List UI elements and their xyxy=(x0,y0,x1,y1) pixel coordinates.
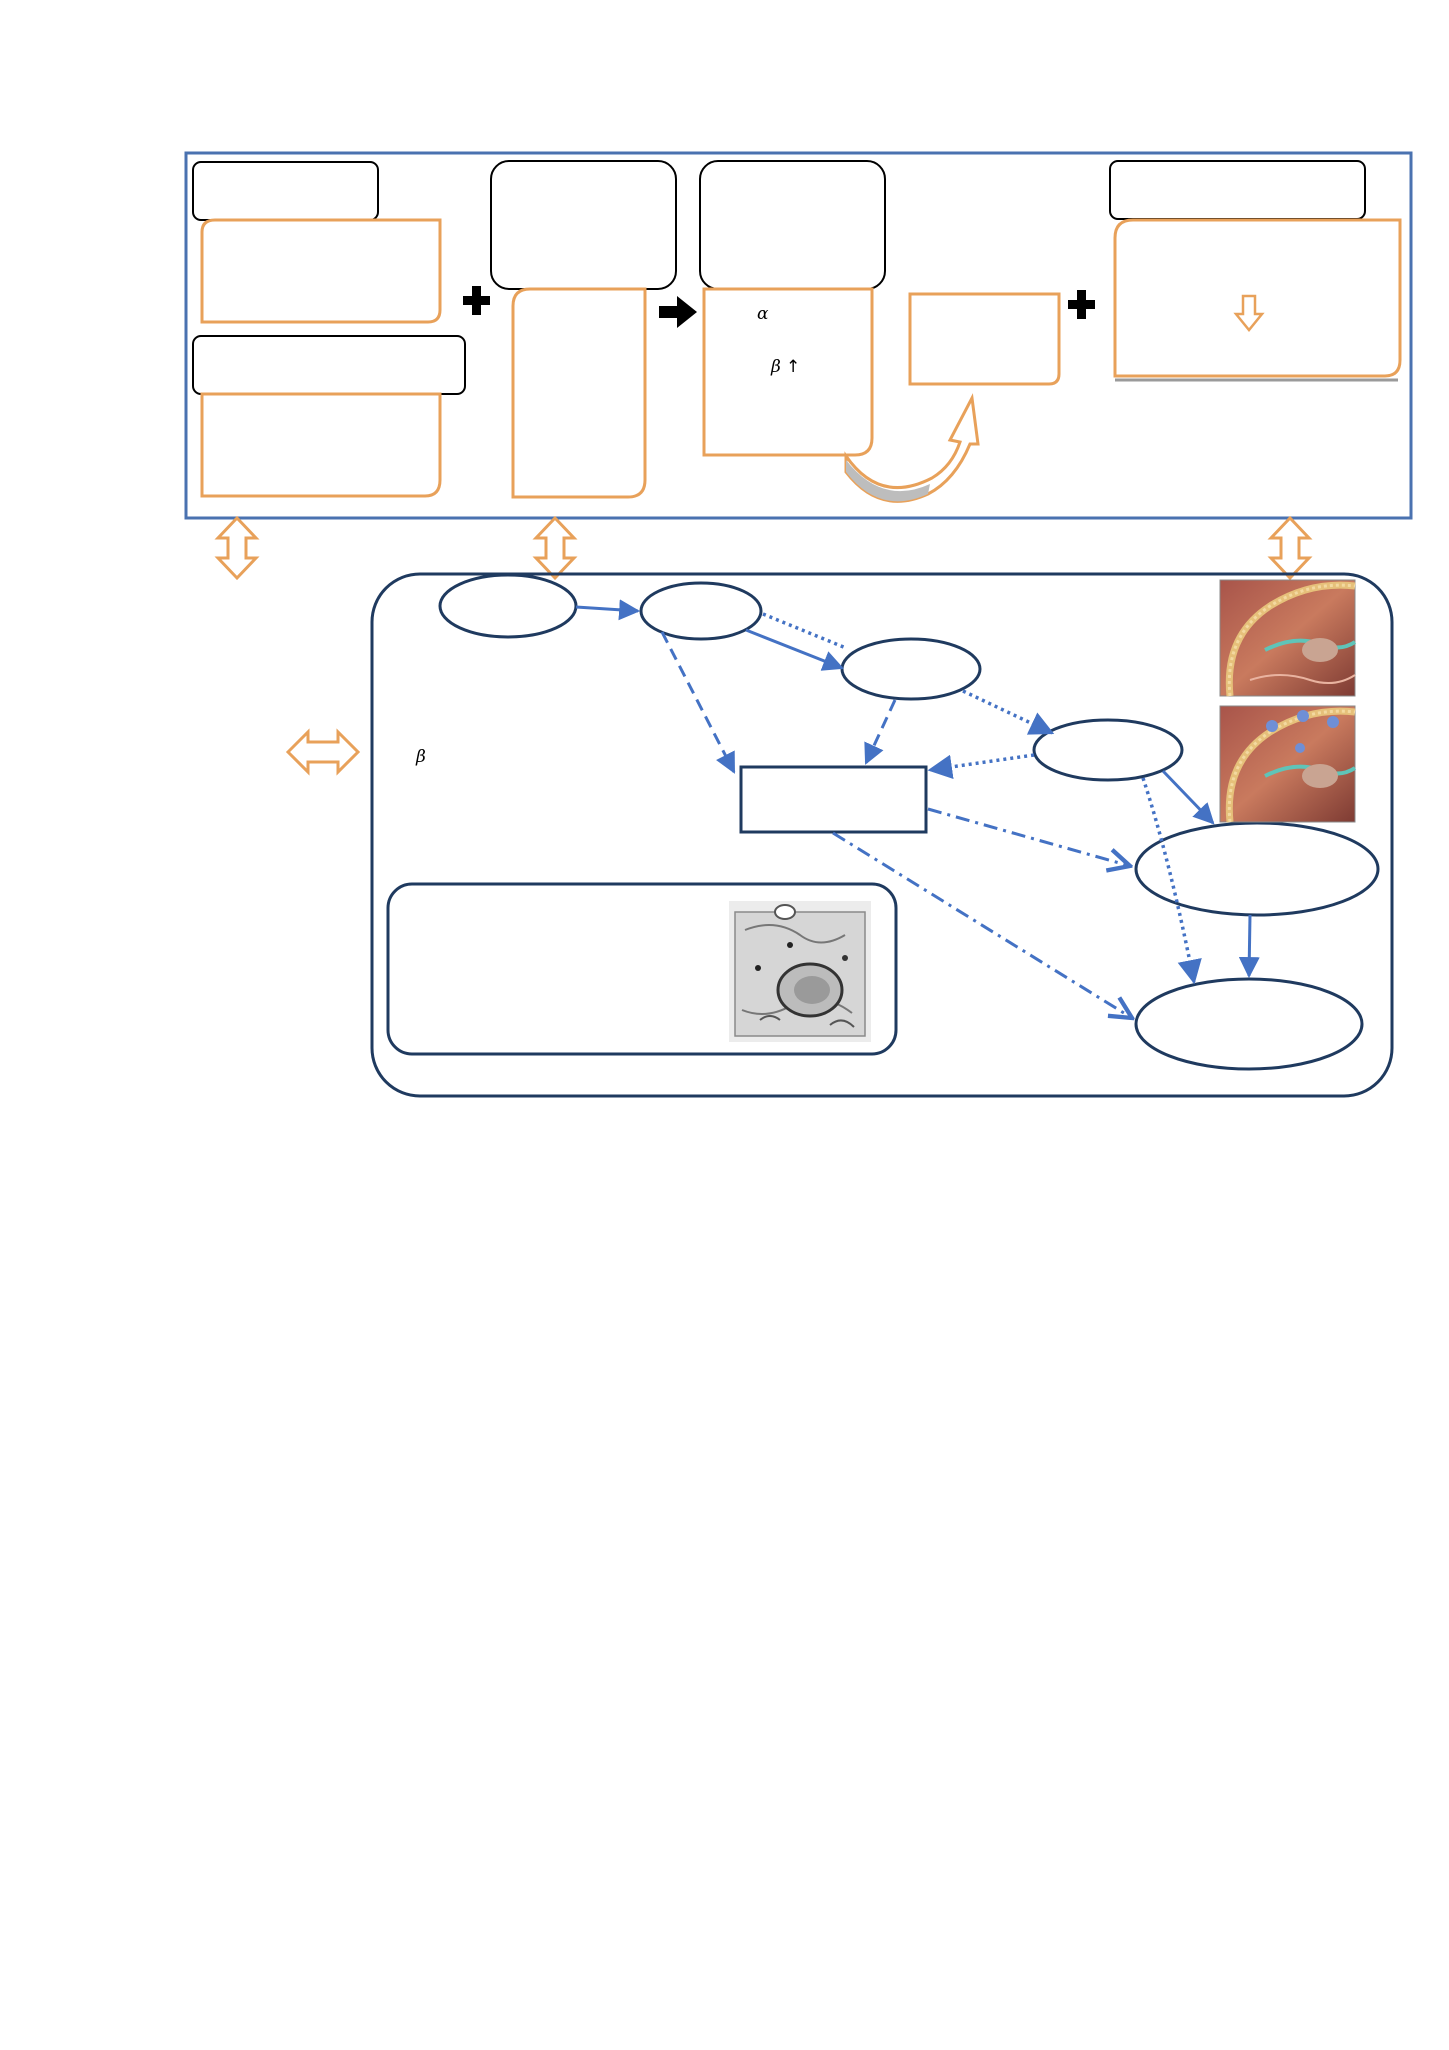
down-arrow-icon xyxy=(1233,294,1265,332)
label-box-1 xyxy=(192,161,379,221)
orange-box-3 xyxy=(511,287,647,499)
arrow-dash-dot xyxy=(927,807,1130,866)
double-arrow-vertical-icon xyxy=(214,515,260,581)
double-arrow-vertical-icon xyxy=(1267,515,1313,581)
node-5 xyxy=(1134,821,1380,917)
arrow-dashed xyxy=(864,699,897,765)
bottom-panel-frame xyxy=(370,572,1394,1098)
central-box xyxy=(739,765,928,834)
plus-icon xyxy=(1068,290,1095,319)
beta-up-label: β xyxy=(770,357,781,377)
orange-box-4 xyxy=(702,287,874,457)
double-arrow-horizontal-icon xyxy=(285,728,361,776)
orange-box-1 xyxy=(200,218,442,324)
arrow-dotted xyxy=(762,612,847,650)
orange-box-2 xyxy=(200,392,442,498)
up-arrow-label: ↑ xyxy=(786,357,800,377)
node-3 xyxy=(840,637,982,701)
top-panel-frame xyxy=(184,151,1413,520)
arrow-solid xyxy=(1238,914,1260,979)
label-box-3 xyxy=(490,160,677,290)
arrow-dashed xyxy=(660,631,736,774)
orange-box-6 xyxy=(1113,218,1402,378)
orange-box-5 xyxy=(908,292,1061,386)
arrow-dotted xyxy=(1141,777,1202,985)
label-box-2 xyxy=(192,335,466,395)
arrow-right-icon xyxy=(659,296,697,328)
node-2 xyxy=(639,581,763,641)
tissue-illustration-1 xyxy=(1219,579,1357,697)
alpha-label: α xyxy=(757,304,769,324)
node-1 xyxy=(438,573,578,639)
label-box-5 xyxy=(1109,160,1366,220)
beta-left-label: β xyxy=(415,747,426,767)
arrow-solid xyxy=(575,599,641,621)
arrow-dotted xyxy=(927,753,1035,779)
label-box-4 xyxy=(699,160,886,290)
arrow-dotted xyxy=(962,689,1055,735)
arrow-dash-dot xyxy=(832,831,1132,1018)
arrow-solid xyxy=(1161,769,1215,825)
node-4 xyxy=(1032,718,1184,782)
double-arrow-vertical-icon xyxy=(532,515,578,581)
node-6 xyxy=(1134,977,1364,1071)
plus-icon xyxy=(463,286,490,315)
electron-micrograph-image xyxy=(729,901,871,1042)
curved-arrow-shadow xyxy=(846,460,930,502)
tissue-illustration-2 xyxy=(1219,705,1357,823)
arrow-solid xyxy=(745,628,844,671)
